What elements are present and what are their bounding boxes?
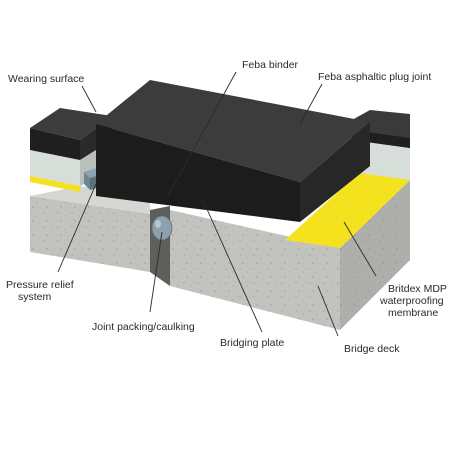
joint-packing-cylinder (151, 215, 173, 241)
label-britdex-line2: waterproofing (379, 295, 444, 307)
left-screed (30, 150, 80, 186)
label-feba-binder: Feba binder (242, 59, 299, 71)
label-britdex-line3: membrane (388, 307, 438, 319)
leader-lines (57, 71, 377, 337)
label-bridging-plate: Bridging plate (220, 337, 284, 349)
plug-side (300, 122, 370, 222)
left-membrane-strip (30, 176, 80, 192)
labels: Wearing surface Feba binder Feba asphalt… (6, 59, 447, 355)
label-pressure-relief-line2: system (18, 291, 52, 303)
left-asphalt-top (30, 108, 112, 140)
plug-joint-block (96, 80, 370, 222)
right-membrane (285, 172, 410, 248)
label-britdex-line1: Britdex MDP (388, 283, 447, 295)
left-asphalt-front (30, 128, 80, 160)
label-pressure-relief-line1: Pressure relief (6, 279, 74, 291)
label-feba-asphaltic-plug-joint: Feba asphaltic plug joint (318, 71, 431, 83)
label-bridge-deck: Bridge deck (344, 343, 400, 355)
plug-top (96, 80, 370, 182)
label-wearing-surface: Wearing surface (8, 73, 84, 85)
label-joint-packing: Joint packing/caulking (92, 321, 195, 333)
plug-front (96, 124, 300, 222)
